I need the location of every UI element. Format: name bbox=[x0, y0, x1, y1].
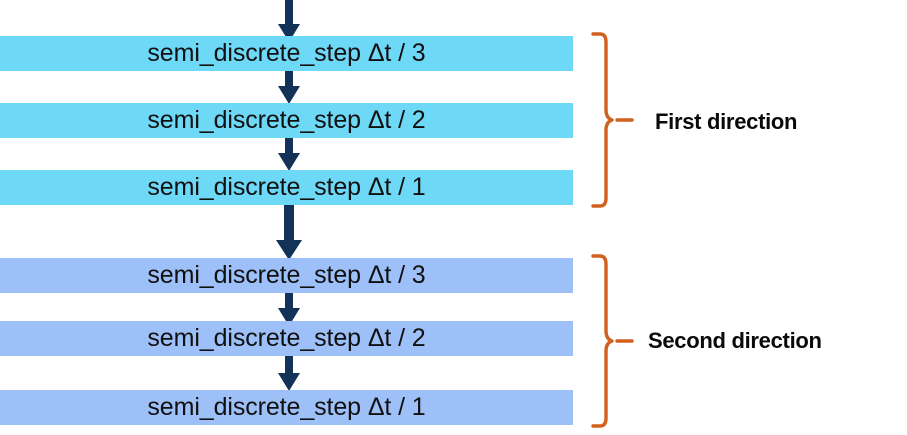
brace-first-direction bbox=[590, 30, 645, 210]
step-label: semi_discrete_step Δt / 3 bbox=[147, 39, 426, 67]
step-label: semi_discrete_step Δt / 1 bbox=[147, 173, 426, 201]
arrow-second-3-to-2 bbox=[274, 284, 304, 330]
arrow-first-2-to-1 bbox=[274, 129, 304, 175]
step-label: semi_discrete_step Δt / 2 bbox=[147, 106, 426, 134]
arrow-first-3-to-2 bbox=[274, 62, 304, 108]
group-label-second-direction: Second direction bbox=[648, 328, 822, 353]
step-label: semi_discrete_step Δt / 3 bbox=[147, 261, 426, 289]
brace-second-direction bbox=[590, 252, 645, 430]
step-bar-first-2[interactable]: semi_discrete_step Δt / 2 bbox=[0, 103, 573, 138]
step-bar-first-3[interactable]: semi_discrete_step Δt / 1 bbox=[0, 170, 573, 205]
step-bar-second-1[interactable]: semi_discrete_step Δt / 3 bbox=[0, 258, 573, 293]
arrow-second-2-to-1 bbox=[274, 347, 304, 395]
arrow-entry-top bbox=[274, 0, 304, 48]
step-label: semi_discrete_step Δt / 2 bbox=[147, 324, 426, 352]
step-label: semi_discrete_step Δt / 1 bbox=[147, 393, 426, 421]
arrow-first-to-second bbox=[273, 196, 305, 264]
step-bar-second-2[interactable]: semi_discrete_step Δt / 2 bbox=[0, 321, 573, 356]
group-label-first-direction: First direction bbox=[655, 109, 798, 134]
step-bar-second-3[interactable]: semi_discrete_step Δt / 1 bbox=[0, 390, 573, 425]
step-bar-first-1[interactable]: semi_discrete_step Δt / 3 bbox=[0, 36, 573, 71]
